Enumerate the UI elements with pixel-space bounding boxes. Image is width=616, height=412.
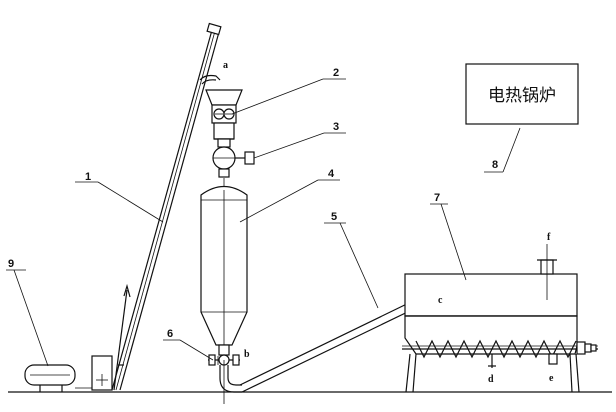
label-5: 5 [331, 211, 337, 223]
point-e: e [549, 373, 554, 384]
label-2: 2 [333, 67, 339, 79]
point-f: f [547, 232, 551, 243]
electric-boiler-box: 电热锅炉 [465, 63, 579, 125]
boiler-box-label: 电热锅炉 [488, 86, 556, 106]
label-4: 4 [328, 168, 335, 180]
label-6: 6 [167, 328, 173, 340]
inclined-conveyor [91, 22, 222, 391]
point-c: c [438, 295, 443, 306]
label-7: 7 [434, 192, 440, 204]
label-9: 9 [8, 258, 14, 270]
conveying-pipe [219, 295, 432, 404]
vertical-tank [200, 178, 248, 356]
label-8: 8 [492, 159, 498, 171]
rotary-valve [212, 138, 255, 178]
label-3: 3 [333, 121, 339, 133]
air-compressor [24, 364, 95, 392]
horizontal-tank [402, 244, 598, 393]
point-a: a [223, 60, 228, 71]
point-b: b [244, 349, 250, 360]
point-d: d [488, 374, 494, 385]
feed-hopper [205, 89, 243, 140]
label-1: 1 [85, 171, 91, 183]
leader-lines [6, 78, 521, 367]
